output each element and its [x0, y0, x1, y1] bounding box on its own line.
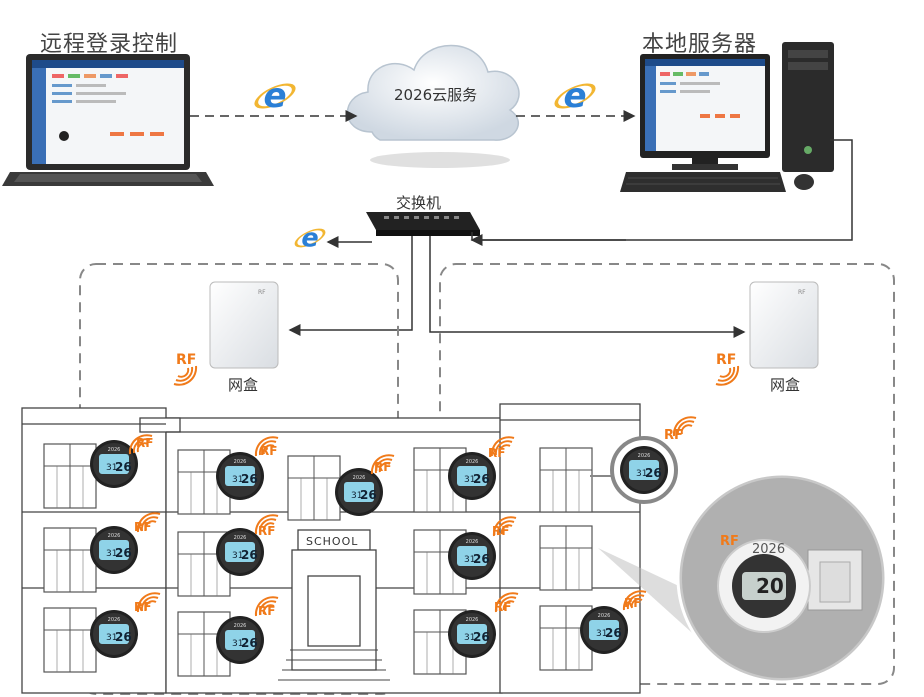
ie-icon-right: [551, 74, 599, 118]
gateway-left: RF: [209, 281, 279, 369]
thermo-rf-6: RF: [258, 524, 276, 538]
thermo-rf-2: RF: [260, 444, 278, 458]
ie-icon-left: [251, 74, 299, 118]
thermo-rf-8: RF: [134, 600, 152, 614]
thermo-rf-12: RF: [664, 428, 683, 443]
thermo-rf-7: RF: [492, 524, 510, 538]
rf-label-right: RF: [716, 352, 737, 368]
thermo-rf-1: RF: [136, 436, 154, 450]
zoom-temp: 20: [756, 574, 784, 598]
thermo-rf-3: RF: [374, 460, 392, 474]
thermo-rf-4: RF: [488, 446, 506, 460]
thermo-rf-11: RF: [624, 596, 642, 610]
svg-text:RF: RF: [798, 289, 806, 296]
remote-title: 远程登录控制: [40, 32, 179, 57]
thermo-temp-small: 31: [0, 0, 1, 1]
school-sign: SCHOOL: [306, 535, 359, 548]
zoom-rf: RF: [720, 534, 739, 549]
thermo-rf-9: RF: [258, 604, 276, 618]
switch-label: 交换机: [396, 194, 442, 212]
local-title: 本地服务器: [642, 32, 758, 57]
desktop: [620, 42, 834, 192]
thermo-rf-10: RF: [494, 600, 512, 614]
rf-label-left: RF: [176, 352, 197, 368]
zoom-callout: [598, 472, 888, 684]
zoom-brand: 2026: [752, 542, 786, 557]
thermo-rf-5: RF: [134, 520, 152, 534]
gateway-label-right: 网盒: [770, 376, 801, 394]
lan-links: [288, 139, 853, 338]
cloud: [346, 44, 520, 168]
network-switch: [366, 212, 480, 236]
cloud-label: 2026云服务: [394, 86, 478, 104]
gateway-label-left: 网盒: [228, 376, 259, 394]
svg-text:RF: RF: [258, 289, 266, 296]
laptop: [2, 54, 214, 186]
ie-icon-small: [292, 222, 328, 255]
gateway-right: RF: [749, 281, 819, 369]
